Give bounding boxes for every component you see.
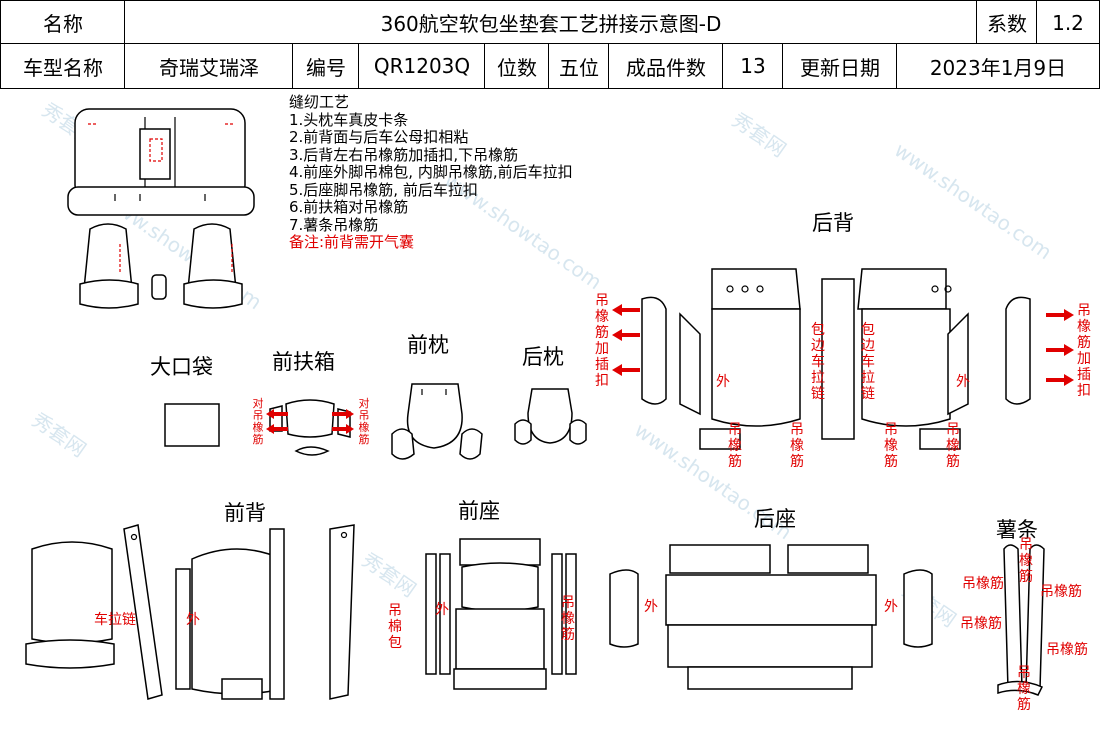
pattern-drawing — [25, 108, 1074, 700]
label-armrest-left: 对吊橡筋 — [252, 397, 264, 446]
front-headrest-pieces — [391, 383, 483, 460]
label-outer: 外 — [435, 602, 449, 618]
label-wrap-zipper-left: 包边车拉链 — [811, 322, 825, 402]
diagram-canvas: 秀套网 www.showtao.com www.showtao.com 秀套网 … — [0, 89, 1100, 734]
seats-value: 五位 — [548, 43, 610, 89]
label-zipper: 车拉链 — [94, 612, 136, 628]
coef-value: 1.2 — [1036, 0, 1100, 45]
code-value: QR1203Q — [358, 43, 486, 89]
label-hang-elastic: 吊橡筋 — [1019, 537, 1033, 585]
section-rear-seat: 后座 — [754, 507, 796, 531]
date-label: 更新日期 — [782, 43, 898, 89]
note-item: 4.前座外脚吊棉包, 内脚吊橡筋,前后车拉扣 — [289, 163, 573, 181]
label-outer: 外 — [716, 374, 730, 390]
label-rear-back-left: 吊橡筋加插扣 — [595, 293, 609, 389]
front-back-pieces — [25, 524, 355, 700]
model-label: 车型名称 — [0, 43, 126, 89]
big-bag-piece — [164, 403, 220, 447]
label-armrest-right: 对吊橡筋 — [358, 397, 370, 446]
sewing-notes: 缝纫工艺 1.头枕车真皮卡条 2.前背面与后车公母扣相粘 3.后背左右吊橡筋加插… — [289, 93, 573, 252]
overview-front-seats — [79, 223, 243, 309]
label-hang-elastic: 吊橡筋 — [960, 616, 1002, 632]
coef-label: 系数 — [976, 0, 1038, 45]
label-rear-back-right: 吊橡筋加插扣 — [1077, 303, 1091, 399]
notes-remark: 备注:前背需开气囊 — [289, 233, 415, 251]
label-hang-elastic: 吊橡筋 — [1040, 584, 1082, 600]
label-hang-elastic: 吊橡筋 — [561, 595, 575, 643]
label-hang-elastic: 吊橡筋 — [790, 422, 804, 470]
code-label: 编号 — [292, 43, 360, 89]
seats-label: 位数 — [484, 43, 550, 89]
pieces-value: 13 — [722, 43, 784, 89]
section-big-bag: 大口袋 — [150, 355, 213, 379]
section-front-seat: 前座 — [458, 499, 500, 523]
section-fries: 薯条 — [996, 518, 1038, 542]
label-outer: 外 — [186, 612, 200, 628]
label-hang-elastic: 吊橡筋 — [962, 576, 1004, 592]
rear-headrest-pieces — [514, 388, 587, 445]
label-hang-elastic: 吊橡筋 — [1046, 642, 1088, 658]
note-item: 5.后座脚吊橡筋, 前后车拉扣 — [289, 180, 478, 199]
label-outer: 外 — [644, 599, 658, 615]
name-label: 名称 — [0, 0, 126, 45]
label-hang-elastic: 吊橡筋 — [1017, 665, 1031, 713]
note-item: 7.薯条吊橡筋 — [289, 215, 379, 234]
note-item: 2.前背面与后车公母扣相粘 — [289, 128, 469, 146]
label-hang-cotton: 吊棉包 — [388, 603, 402, 651]
model-value: 奇瑞艾瑞泽 — [124, 43, 294, 89]
fries-pieces — [997, 544, 1045, 696]
label-outer: 外 — [884, 599, 898, 615]
label-outer: 外 — [956, 374, 970, 390]
note-item: 1.头枕车真皮卡条 — [289, 110, 409, 129]
section-rear-back: 后背 — [812, 211, 854, 235]
label-hang-elastic: 吊橡筋 — [946, 422, 960, 470]
rear-back-pieces — [612, 268, 1074, 450]
date-value: 2023年1月9日 — [896, 43, 1100, 89]
header-table: 名称 360航空软包坐垫套工艺拼接示意图-D 系数 1.2 车型名称 奇瑞艾瑞泽… — [0, 0, 1100, 89]
label-hang-elastic: 吊橡筋 — [884, 422, 898, 470]
section-front-back: 前背 — [224, 501, 266, 525]
front-seat-pieces — [425, 538, 577, 690]
note-item: 3.后背左右吊橡筋加插扣,下吊橡筋 — [289, 145, 519, 164]
notes-heading: 缝纫工艺 — [289, 93, 350, 111]
rear-seat-pieces — [609, 544, 933, 690]
document-title: 360航空软包坐垫套工艺拼接示意图-D — [124, 0, 978, 45]
note-item: 6.前扶箱对吊橡筋 — [289, 198, 409, 216]
label-hang-elastic: 吊橡筋 — [728, 422, 742, 470]
label-wrap-zipper-right: 包边车拉链 — [861, 322, 875, 402]
section-rear-headrest: 后枕 — [522, 345, 564, 369]
pieces-label: 成品件数 — [608, 43, 724, 89]
section-front-armrest: 前扶箱 — [272, 350, 335, 374]
section-front-headrest: 前枕 — [407, 333, 449, 357]
overview-rear-bench — [67, 108, 255, 216]
